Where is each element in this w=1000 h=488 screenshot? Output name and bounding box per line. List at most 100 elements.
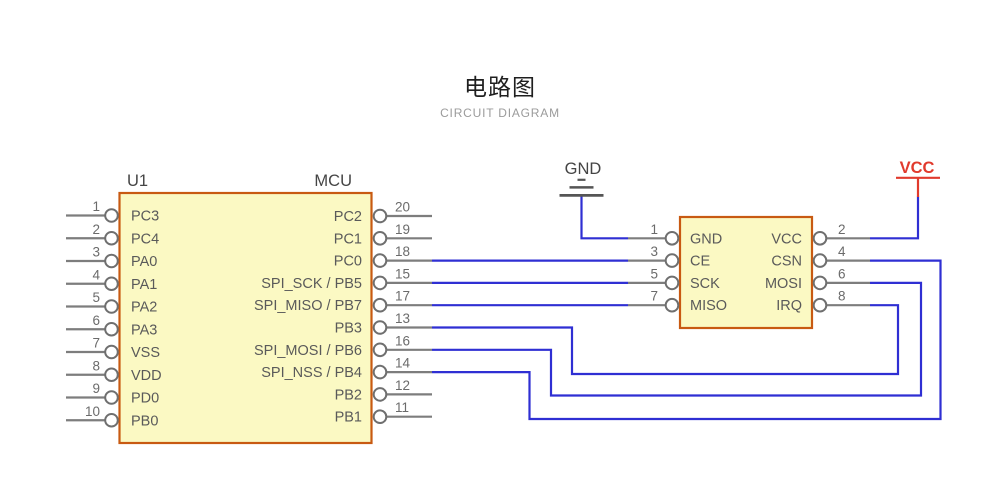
pin-circle [372, 409, 388, 425]
pin-number: 19 [395, 222, 410, 237]
pin-circle [812, 231, 828, 246]
pin-label: PA2 [131, 300, 157, 316]
pin-label: PA0 [131, 254, 157, 270]
wire-vcc [870, 196, 920, 240]
pin-circle [664, 253, 680, 268]
pin-number: 1 [650, 222, 658, 237]
pin-number: 3 [92, 245, 100, 260]
pin-number: 4 [92, 267, 100, 282]
pin-label: SPI_MISO / PB7 [254, 298, 362, 314]
pin-number: 5 [92, 290, 100, 305]
pin-circle [104, 390, 119, 405]
mcu-body [118, 191, 373, 445]
pin-circle [104, 276, 119, 292]
pin-label: PB1 [335, 410, 362, 426]
pin-number: 8 [92, 358, 100, 373]
pin-circle [372, 387, 388, 402]
pin-label: PA3 [131, 322, 157, 338]
pin-label: PB2 [335, 387, 362, 403]
pin-number: 17 [395, 289, 410, 304]
wire-nss-to-csn [432, 259, 942, 421]
pin-label: PC4 [131, 231, 159, 247]
rf-module-body [678, 215, 814, 330]
pin-circle [104, 321, 119, 337]
pin-label: PC2 [334, 209, 362, 225]
pin-label: VCC [771, 231, 802, 247]
pin-number: 7 [650, 289, 658, 304]
pin-label: SPI_NSS / PB4 [261, 365, 362, 381]
pin-label: PD0 [131, 391, 159, 407]
vcc-symbol: VCC [896, 159, 940, 197]
page-subtitle: CIRCUIT DIAGRAM [440, 106, 560, 120]
pin-number: 16 [395, 333, 410, 348]
pin-number: 13 [395, 311, 410, 326]
pin-circle [104, 253, 119, 269]
pin-label: CSN [771, 254, 802, 270]
module-left-pin-3: 3CE [628, 244, 710, 270]
pin-label: CE [690, 254, 710, 270]
pin-number: 3 [650, 244, 658, 259]
pin-number: 14 [395, 356, 411, 371]
pin-circle [812, 253, 828, 268]
pin-circle [372, 364, 388, 380]
pin-number: 20 [395, 200, 410, 215]
pin-number: 8 [838, 289, 846, 304]
pin-number: 11 [395, 400, 409, 415]
pin-label: PB0 [131, 413, 158, 429]
pin-circle [104, 367, 119, 383]
pin-circle [372, 231, 388, 246]
pin-label: SPI_SCK / PB5 [261, 276, 362, 292]
pin-label: VDD [131, 368, 162, 384]
pin-circle [812, 297, 828, 313]
pin-circle [104, 230, 119, 246]
pin-label: PB3 [335, 321, 362, 337]
pin-circle [664, 275, 680, 291]
pin-label: VSS [131, 345, 160, 361]
pin-number: 5 [650, 266, 658, 281]
wire-gnd [580, 196, 628, 240]
pin-label: GND [690, 231, 722, 247]
wire-pb3-to-irq [432, 304, 900, 376]
pin-circle [372, 275, 388, 291]
pin-label: PC0 [334, 254, 362, 270]
pin-label: SCK [690, 276, 720, 292]
pin-label: IRQ [776, 298, 802, 314]
pin-number: 1 [92, 199, 100, 214]
vcc-label: VCC [900, 159, 935, 177]
pin-number: 10 [85, 404, 100, 419]
pin-circle [664, 297, 680, 313]
pin-circle [104, 208, 119, 223]
pin-label: PC3 [131, 209, 159, 225]
gnd-label: GND [565, 160, 602, 178]
mcu-ref-label: U1 [127, 172, 148, 190]
pin-circle [372, 208, 388, 224]
pin-circle [372, 297, 388, 313]
pin-circle [372, 320, 388, 335]
pin-label: SPI_MOSI / PB6 [254, 343, 362, 359]
pin-circle [372, 342, 388, 358]
pin-number: 6 [838, 266, 846, 281]
pin-circle [812, 275, 828, 291]
pin-circle [104, 299, 119, 314]
page-title: 电路图 [464, 74, 536, 100]
pin-circle [104, 344, 119, 360]
